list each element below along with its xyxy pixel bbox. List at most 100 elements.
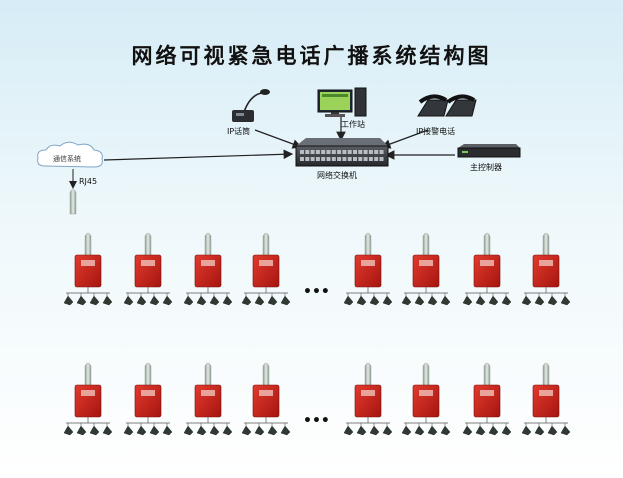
horn-speaker-icon [149,295,160,306]
horn-speaker-icon [196,425,207,436]
horn-speaker-icon [547,295,558,306]
terminal-unit[interactable] [401,362,451,436]
ip-mic-device[interactable]: IP话筒 [227,89,270,136]
switch-label: 网络交换机 [317,170,357,180]
terminal-window [361,390,375,396]
horn-speaker-icon [560,295,571,306]
terminal-window [201,390,215,396]
horn-speaker-icon [280,425,291,436]
pole-icon [364,232,372,257]
terminal-unit[interactable] [241,362,291,436]
terminal-window [419,390,433,396]
horn-speaker-icon [547,425,558,436]
pole-icon [542,362,550,387]
terminal-unit[interactable] [343,362,393,436]
emergency-phone-terminal-icon [194,384,222,418]
emergency-phone-terminal-icon [252,254,280,288]
pole-icon [84,362,92,387]
terminal-unit[interactable] [63,232,113,306]
terminal-window [480,390,494,396]
horn-speaker-icon [427,295,438,306]
terminal-unit[interactable] [521,362,571,436]
pole-icon [483,232,491,257]
horn-speaker-icon [196,295,207,306]
ip-phone-device[interactable]: IP接警电话 [416,94,477,136]
microphone-icon [232,89,270,122]
horn-speaker-icon [356,425,367,436]
horn-speaker-icon [183,425,194,436]
terminal-unit[interactable] [343,232,393,306]
emergency-phone-terminal-icon [354,384,382,418]
terminal-unit[interactable] [63,362,113,436]
terminal-unit[interactable] [183,362,233,436]
terminal-window [81,390,95,396]
emergency-phone-terminal-icon [473,384,501,418]
horn-speaker-icon [149,425,160,436]
terminal-unit[interactable] [401,232,451,306]
pole-icon [204,362,212,387]
terminal-unit[interactable] [521,232,571,306]
phone-to-switch-line [380,129,429,149]
horn-speaker-icon [280,295,291,306]
comm-system-node[interactable]: 通信系统 RJ45 [37,141,103,215]
horn-speaker-icon [136,295,147,306]
pole-icon [364,362,372,387]
horn-speaker-icon [462,295,473,306]
rj45-label: RJ45 [79,177,97,186]
pole-icon [144,232,152,257]
terminal-unit[interactable] [462,362,512,436]
cloud-terminal-pole [69,189,77,215]
connection-lines [69,117,455,189]
horn-speaker-icon [267,425,278,436]
main-controller-label: 主控制器 [470,162,502,172]
terminal-unit[interactable] [123,362,173,436]
ip-phone-label: IP接警电话 [416,126,455,136]
horn-speaker-icon [427,425,438,436]
terminal-rows [63,232,571,436]
emergency-phone-terminal-icon [532,384,560,418]
terminal-window [361,260,375,266]
pole-icon [542,232,550,257]
horn-speaker-icon [462,425,473,436]
horn-speaker-icon [254,295,265,306]
ip-mic-label: IP话筒 [227,126,250,136]
horn-speaker-icon [123,425,134,436]
pole-icon [483,362,491,387]
diagram-title: 网络可视紧急电话广播系统结构图 [131,44,492,68]
emergency-phone-terminal-icon [134,254,162,288]
pole-icon [422,232,430,257]
terminal-window [201,260,215,266]
mic-to-switch-line [254,129,303,149]
terminal-unit[interactable] [462,232,512,306]
cloud-to-switch-line [103,149,294,161]
horn-speaker-icon [475,295,486,306]
horn-speaker-icon [501,295,512,306]
ellipsis-row-1: ••• [303,284,330,300]
emergency-phone-terminal-icon [412,254,440,288]
terminal-window [259,260,273,266]
terminal-unit[interactable] [123,232,173,306]
main-controller-device[interactable]: 主控制器 [457,144,521,172]
emergency-phone-terminal-icon [74,254,102,288]
horn-speaker-icon [401,425,412,436]
horn-speaker-icon [534,295,545,306]
horn-speaker-icon [162,295,173,306]
network-switch-device[interactable]: 网络交换机 [295,138,389,180]
ellipsis-row-2: ••• [303,413,330,429]
horn-speaker-icon [521,425,532,436]
horn-speaker-icon [534,425,545,436]
terminal-unit[interactable] [183,232,233,306]
horn-speaker-icon [76,425,87,436]
workstation-device[interactable]: 工作站 [317,87,367,129]
horn-speaker-icon [488,295,499,306]
horn-speaker-icon [267,295,278,306]
pole-icon [262,362,270,387]
horn-speaker-icon [89,295,100,306]
comm-system-label: 通信系统 [53,154,81,163]
horn-speaker-icon [488,425,499,436]
ip-phone-icon [417,94,477,117]
terminal-window [81,260,95,266]
terminal-unit[interactable] [241,232,291,306]
horn-speaker-icon [440,425,451,436]
